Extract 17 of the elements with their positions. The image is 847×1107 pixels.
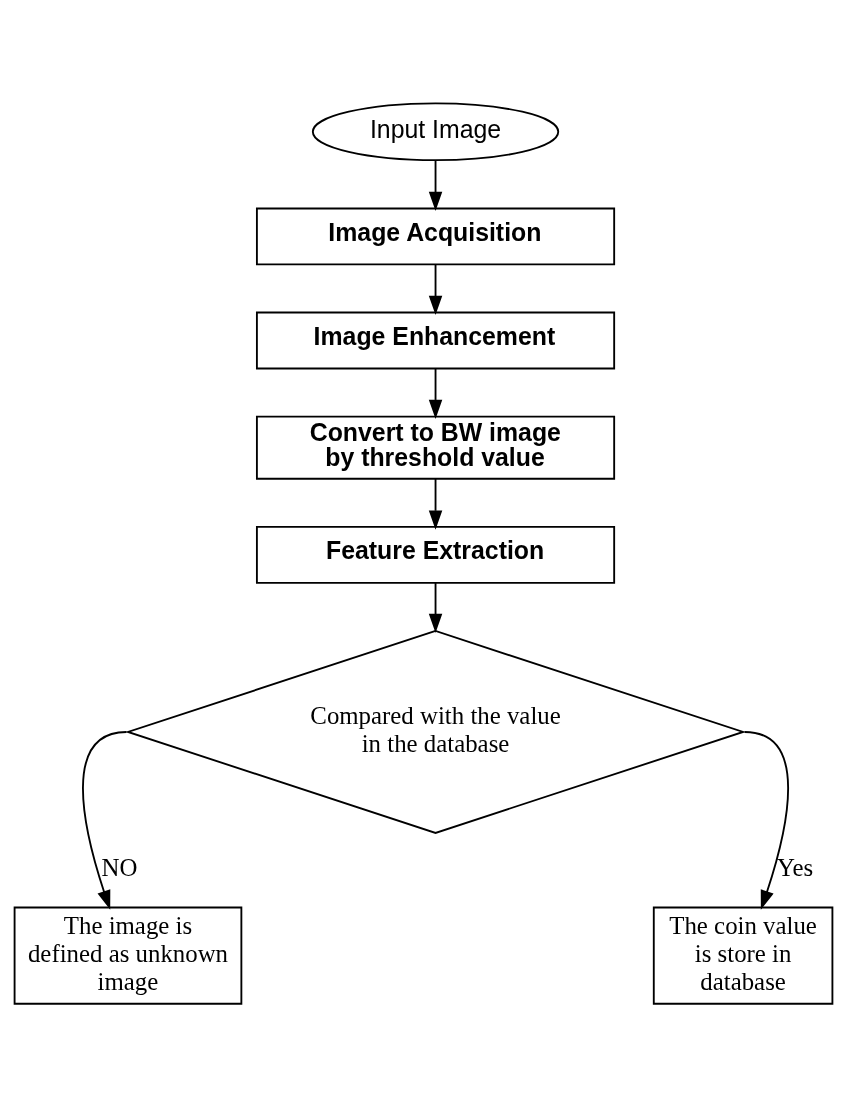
arrow [428,477,443,530]
node-box: Image Acquisition [256,207,616,266]
arrow [428,159,443,212]
node-ellipse: Input Image [311,102,560,162]
arrow [82,731,128,910]
edge-label: NO [101,854,138,882]
node-box: Convert to BW image by threshold value [256,415,616,480]
node-box: Image Enhancement [256,311,616,370]
arrow [428,263,443,316]
edge-label: Yes [777,854,814,882]
arrow [743,731,790,910]
arrow [428,581,443,634]
node-box: Feature Extraction [256,526,616,584]
node-box: The image is defined as unknown image [13,906,243,1005]
arrow [428,367,443,419]
node-box: The coin value is store in database [652,906,834,1005]
node-diamond: Compared with the value in the database [125,630,747,834]
